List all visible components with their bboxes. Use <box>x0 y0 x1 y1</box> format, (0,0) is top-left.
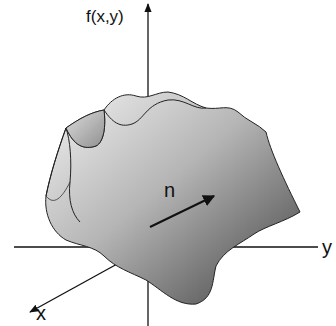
surface-front-edge <box>46 100 206 222</box>
vector-label: n <box>164 180 175 200</box>
surface-patch <box>46 92 300 304</box>
axis-label: y <box>322 237 332 257</box>
surface-fold <box>46 182 70 200</box>
surface-front-face <box>66 110 105 147</box>
axis-label: f(x,y) <box>86 8 124 25</box>
normal-vector <box>150 196 214 227</box>
axis-label: x <box>36 303 46 323</box>
